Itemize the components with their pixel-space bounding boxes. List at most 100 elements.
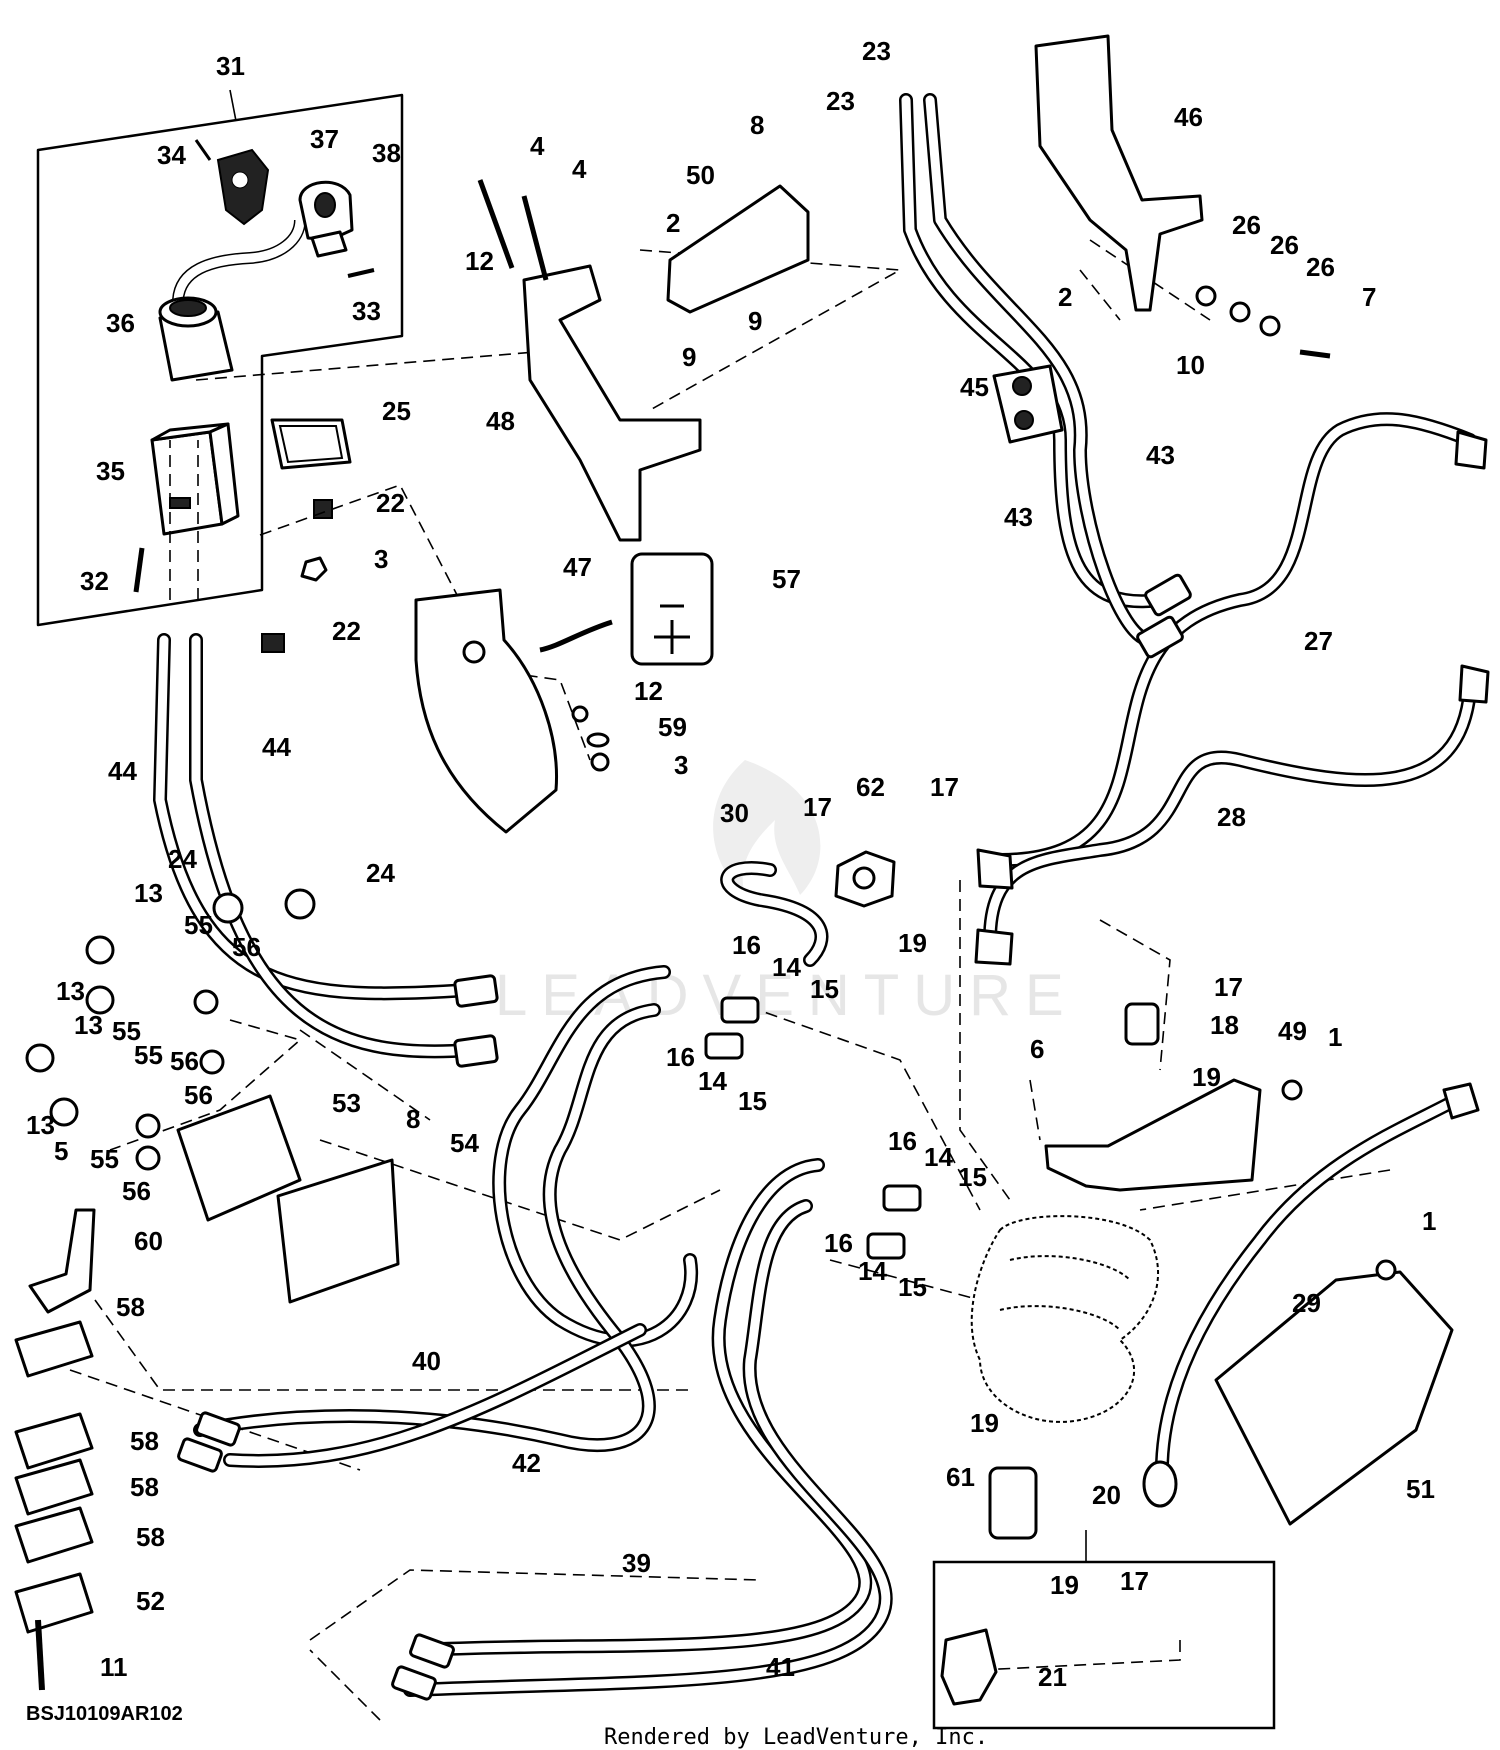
callout-15: 15 — [738, 1086, 767, 1116]
callout-17: 17 — [930, 772, 959, 802]
callout-58: 58 — [116, 1292, 145, 1322]
callout-3: 3 — [374, 544, 388, 574]
callout-16: 16 — [732, 930, 761, 960]
callout-29: 29 — [1292, 1288, 1321, 1318]
callout-23: 23 — [862, 36, 891, 66]
callout-27: 27 — [1304, 626, 1333, 656]
callout-60: 60 — [134, 1226, 163, 1256]
callout-50: 50 — [686, 160, 715, 190]
callout-57: 57 — [772, 564, 801, 594]
callout-55: 55 — [90, 1144, 119, 1174]
callout-15: 15 — [958, 1162, 987, 1192]
callout-40: 40 — [412, 1346, 441, 1376]
callout-9: 9 — [748, 306, 762, 336]
hydraulic-hoses — [153, 93, 1477, 1697]
callout-11: 11 — [100, 1652, 128, 1682]
callout-56: 56 — [122, 1176, 151, 1206]
callout-23: 23 — [826, 86, 855, 116]
callout-2: 2 — [666, 208, 680, 238]
callout-16: 16 — [888, 1126, 917, 1156]
callout-3: 3 — [674, 750, 688, 780]
callout-56: 56 — [232, 932, 261, 962]
callout-8: 8 — [750, 110, 764, 140]
callout-33: 33 — [352, 296, 381, 326]
callout-26: 26 — [1306, 252, 1335, 282]
callout-28: 28 — [1217, 802, 1246, 832]
callout-45: 45 — [960, 372, 989, 402]
callout-2: 2 — [1058, 282, 1072, 312]
callout-51: 51 — [1406, 1474, 1435, 1504]
fittings-and-brackets — [14, 34, 1490, 1706]
callout-19: 19 — [1050, 1570, 1079, 1600]
callout-7: 7 — [1362, 282, 1376, 312]
callout-59: 59 — [658, 712, 687, 742]
callout-42: 42 — [512, 1448, 541, 1478]
callout-49: 49 — [1278, 1016, 1307, 1046]
callout-62: 62 — [856, 772, 885, 802]
callout-22: 22 — [332, 616, 361, 646]
callout-43: 43 — [1004, 502, 1033, 532]
callout-46: 46 — [1174, 102, 1203, 132]
callout-4: 4 — [530, 131, 545, 161]
callout-12: 12 — [465, 246, 494, 276]
callout-55: 55 — [112, 1016, 141, 1046]
callout-1: 1 — [1328, 1022, 1342, 1052]
callout-55: 55 — [134, 1040, 163, 1070]
callout-9: 9 — [682, 342, 696, 372]
callout-19: 19 — [1192, 1062, 1221, 1092]
callout-26: 26 — [1232, 210, 1261, 240]
callout-55: 55 — [184, 910, 213, 940]
callout-17: 17 — [1214, 972, 1243, 1002]
callout-16: 16 — [824, 1228, 853, 1258]
callout-14: 14 — [924, 1142, 953, 1172]
callout-20: 20 — [1092, 1480, 1121, 1510]
callout-14: 14 — [858, 1256, 887, 1286]
callout-17: 17 — [803, 792, 832, 822]
callout-13: 13 — [56, 976, 85, 1006]
callout-13: 13 — [134, 878, 163, 908]
callout-44: 44 — [108, 756, 137, 786]
callout-15: 15 — [898, 1272, 927, 1302]
callout-48: 48 — [486, 406, 515, 436]
callout-37: 37 — [310, 124, 339, 154]
callout-17: 17 — [1120, 1566, 1149, 1596]
callout-13: 13 — [26, 1110, 55, 1140]
callout-21: 21 — [1038, 1662, 1067, 1692]
callout-43: 43 — [1146, 440, 1175, 470]
callout-41: 41 — [766, 1652, 795, 1682]
callout-19: 19 — [898, 928, 927, 958]
callout-52: 52 — [136, 1586, 165, 1616]
callout-38: 38 — [372, 138, 401, 168]
callout-5: 5 — [54, 1136, 68, 1166]
callout-25: 25 — [382, 396, 411, 426]
callout-15: 15 — [810, 974, 839, 1004]
figure-id: BSJ10109AR102 — [26, 1703, 183, 1725]
callout-58: 58 — [130, 1426, 159, 1456]
callout-1: 1 — [1422, 1206, 1436, 1236]
callout-61: 61 — [946, 1462, 975, 1492]
callout-35: 35 — [96, 456, 125, 486]
callout-14: 14 — [698, 1066, 727, 1096]
callout-10: 10 — [1176, 350, 1205, 380]
render-credit: Rendered by LeadVenture, Inc. — [604, 1725, 988, 1750]
callout-53: 53 — [332, 1088, 361, 1118]
fitting-kit-inset — [932, 1530, 1276, 1730]
callout-12: 12 — [634, 676, 663, 706]
control-valve — [970, 1215, 1159, 1423]
callout-58: 58 — [130, 1472, 159, 1502]
callout-13: 13 — [74, 1010, 103, 1040]
callout-36: 36 — [106, 308, 135, 338]
watermark: LEADVENTURE — [495, 760, 1064, 1028]
callout-24: 24 — [366, 858, 395, 888]
callout-39: 39 — [622, 1548, 651, 1578]
callout-34: 34 — [157, 140, 186, 170]
callout-18: 18 — [1210, 1010, 1239, 1040]
callout-19: 19 — [970, 1408, 999, 1438]
callout-8: 8 — [406, 1104, 420, 1134]
callout-47: 47 — [563, 552, 592, 582]
callout-4: 4 — [572, 154, 587, 184]
callout-6: 6 — [1030, 1034, 1044, 1064]
callout-54: 54 — [450, 1128, 479, 1158]
